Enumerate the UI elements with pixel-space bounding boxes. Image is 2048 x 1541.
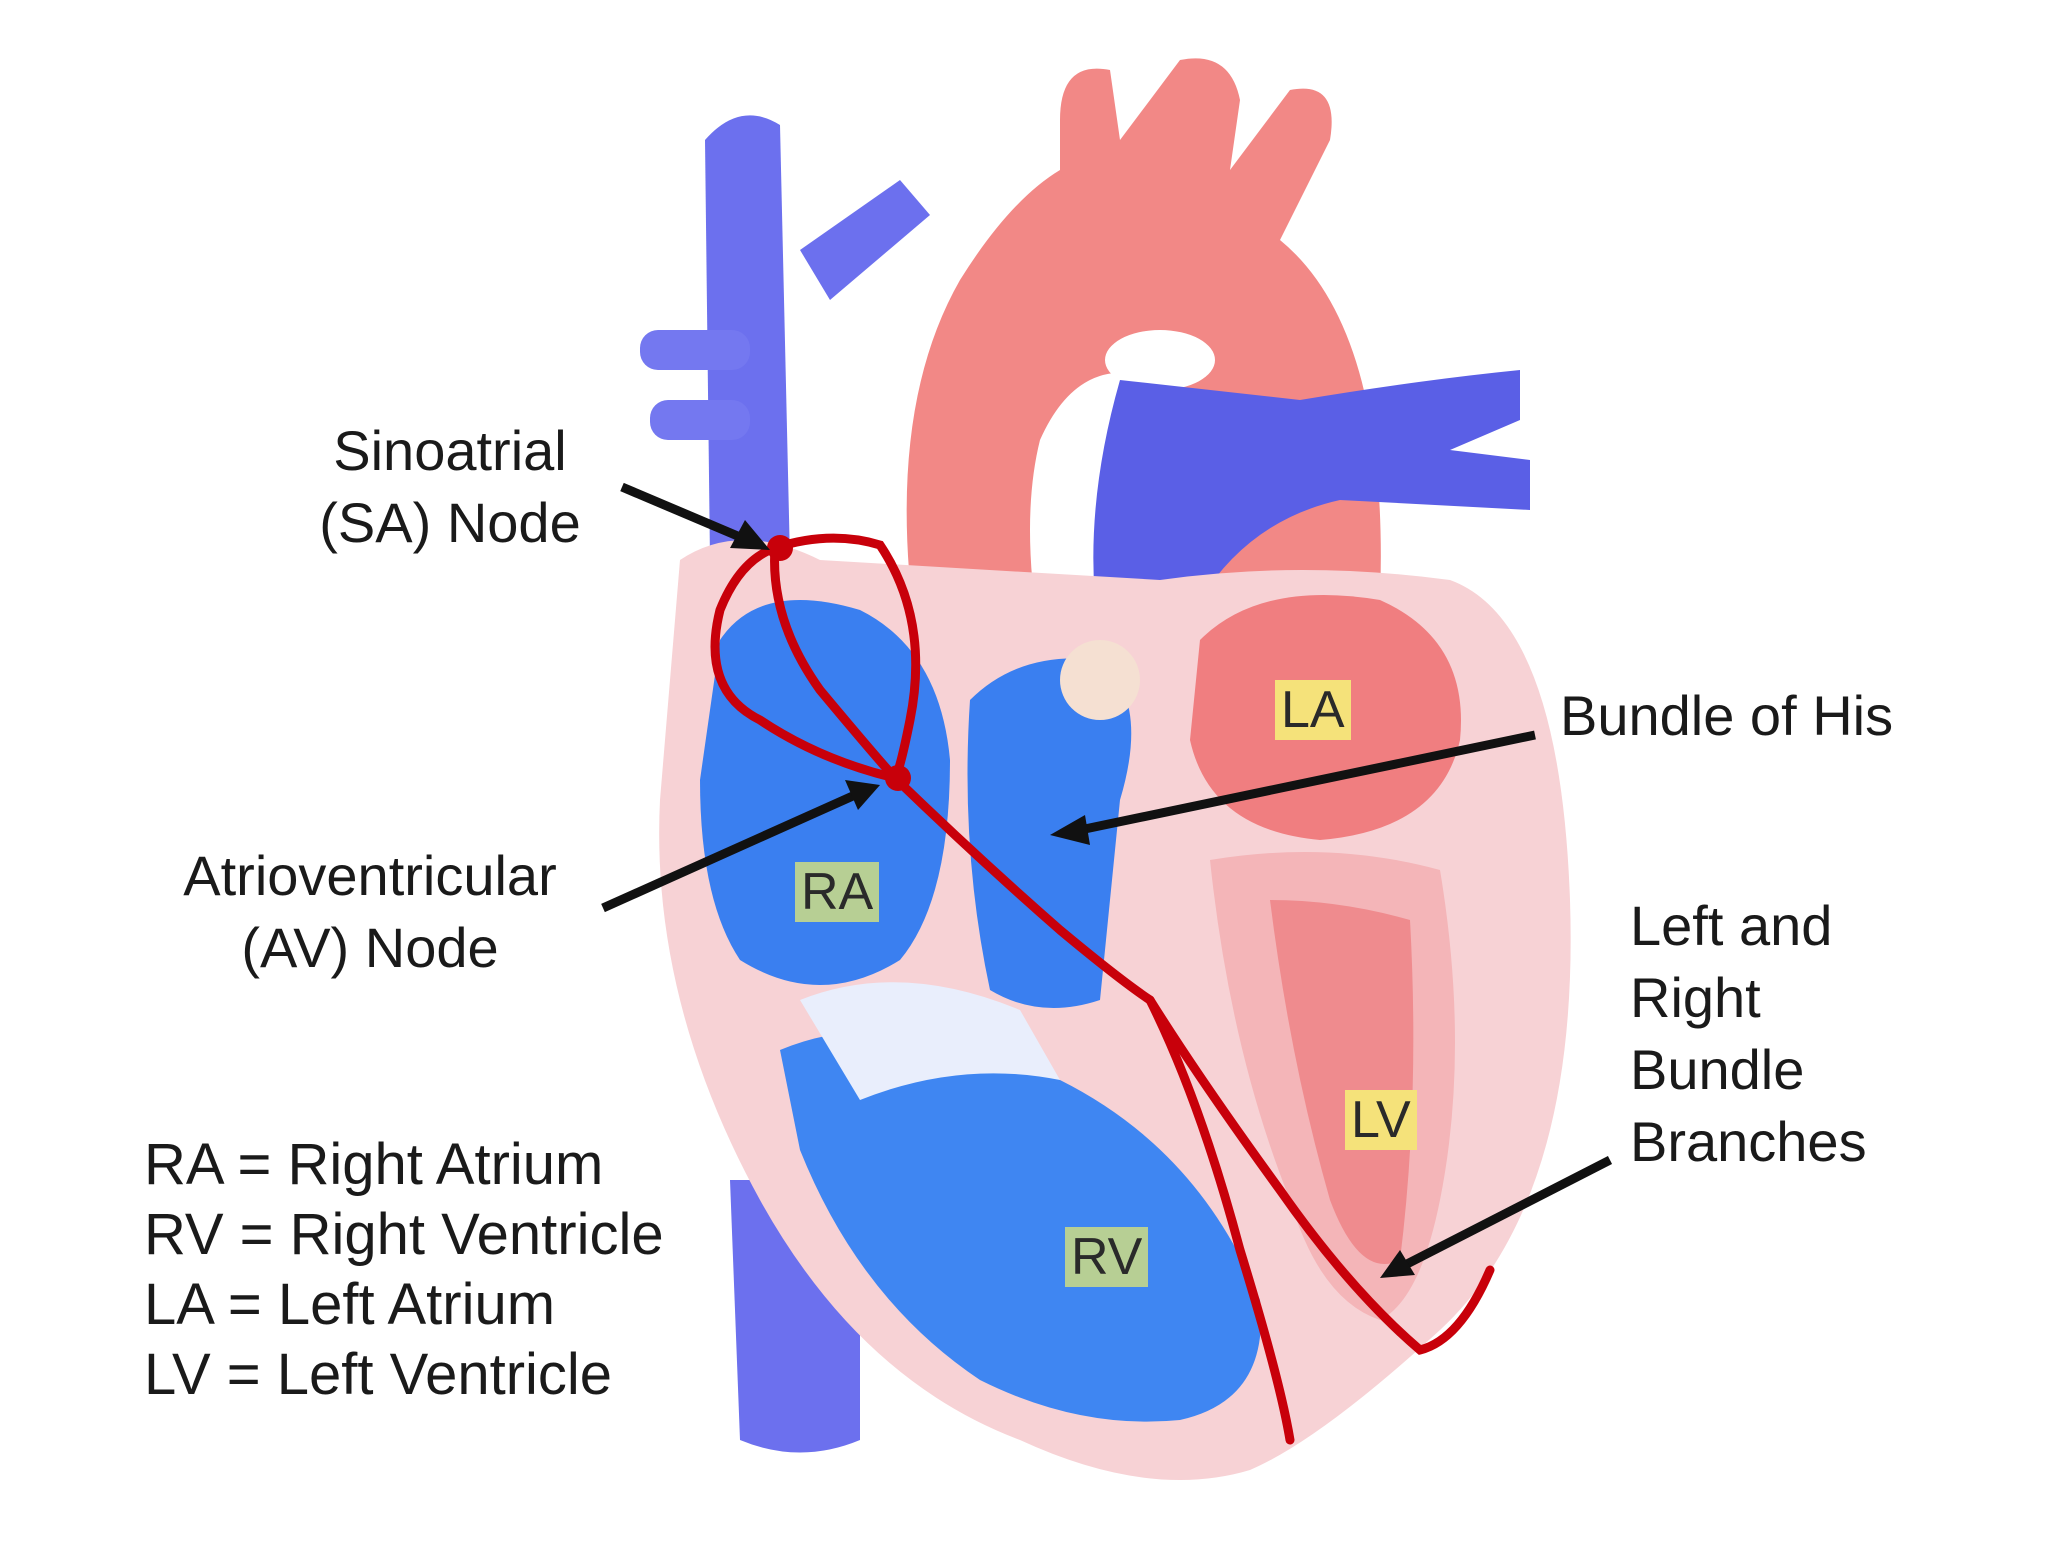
av-arrow-head (845, 780, 880, 810)
branches-arrow-line (1402, 1155, 1613, 1270)
his-arrow-head (1050, 815, 1090, 845)
sa-node-label: Sinoatrial (SA) Node (300, 415, 600, 559)
pulmonary-valve (1060, 640, 1140, 720)
sa-node-label-line2: (SA) Node (319, 491, 581, 554)
left-bundle-branch (1145, 995, 1495, 1355)
sa-arrow-head (730, 520, 770, 550)
valve-cords-right (800, 982, 1060, 1100)
pulmonary-vein-upper (640, 330, 750, 370)
sa-arrow-line (620, 482, 742, 542)
chamber-tag-la: LA (1275, 680, 1351, 740)
legend-item-ra: RA = Right Atrium (144, 1132, 604, 1197)
right-ventricle (780, 1030, 1261, 1422)
av-node-label-line1: Atrioventricular (183, 844, 557, 907)
bundle-branches-line3: Bundle (1630, 1038, 1805, 1101)
av-node-label-line2: (AV) Node (241, 916, 499, 979)
sa-node (767, 535, 793, 561)
his-arrow-line (1079, 730, 1536, 835)
chamber-tag-ra: RA (795, 862, 880, 922)
branches-arrow-head (1380, 1250, 1415, 1278)
right-bundle-branch (1145, 995, 1295, 1445)
pulmonary-artery (1093, 370, 1530, 640)
pointer-arrows (601, 482, 1613, 1278)
legend-item-la: LA = Left Atrium (144, 1272, 556, 1337)
superior-vena-cava (705, 115, 790, 560)
bundle-branches-line1: Left and (1630, 894, 1833, 957)
chamber-tag-rv: RV (1065, 1227, 1149, 1287)
pulmonary-vein-lower (650, 400, 750, 440)
abbreviation-legend: RA = Right Atrium RV = Right Ventricle L… (144, 1130, 664, 1410)
svc-branch (800, 180, 930, 300)
sa-node-label-line1: Sinoatrial (333, 419, 567, 482)
av-node-label: Atrioventricular (AV) Node (150, 840, 590, 984)
right-outflow (967, 658, 1132, 1008)
his-bundle-path (890, 773, 1155, 1005)
bundle-branches-label: Left and Right Bundle Branches (1630, 890, 1867, 1178)
internodal-loop-inner (770, 543, 900, 783)
av-arrow-line (601, 790, 857, 913)
av-node (885, 765, 911, 791)
bundle-branches-line4: Branches (1630, 1110, 1867, 1173)
bundle-branches-line2: Right (1630, 966, 1761, 1029)
bundle-of-his-label: Bundle of His (1560, 684, 1894, 747)
left-ventricle-inner (1270, 900, 1414, 1264)
right-atrium (700, 600, 950, 985)
legend-item-lv: LV = Left Ventricle (144, 1342, 613, 1407)
chamber-tag-lv: LV (1345, 1090, 1417, 1150)
legend-item-rv: RV = Right Ventricle (144, 1202, 664, 1267)
